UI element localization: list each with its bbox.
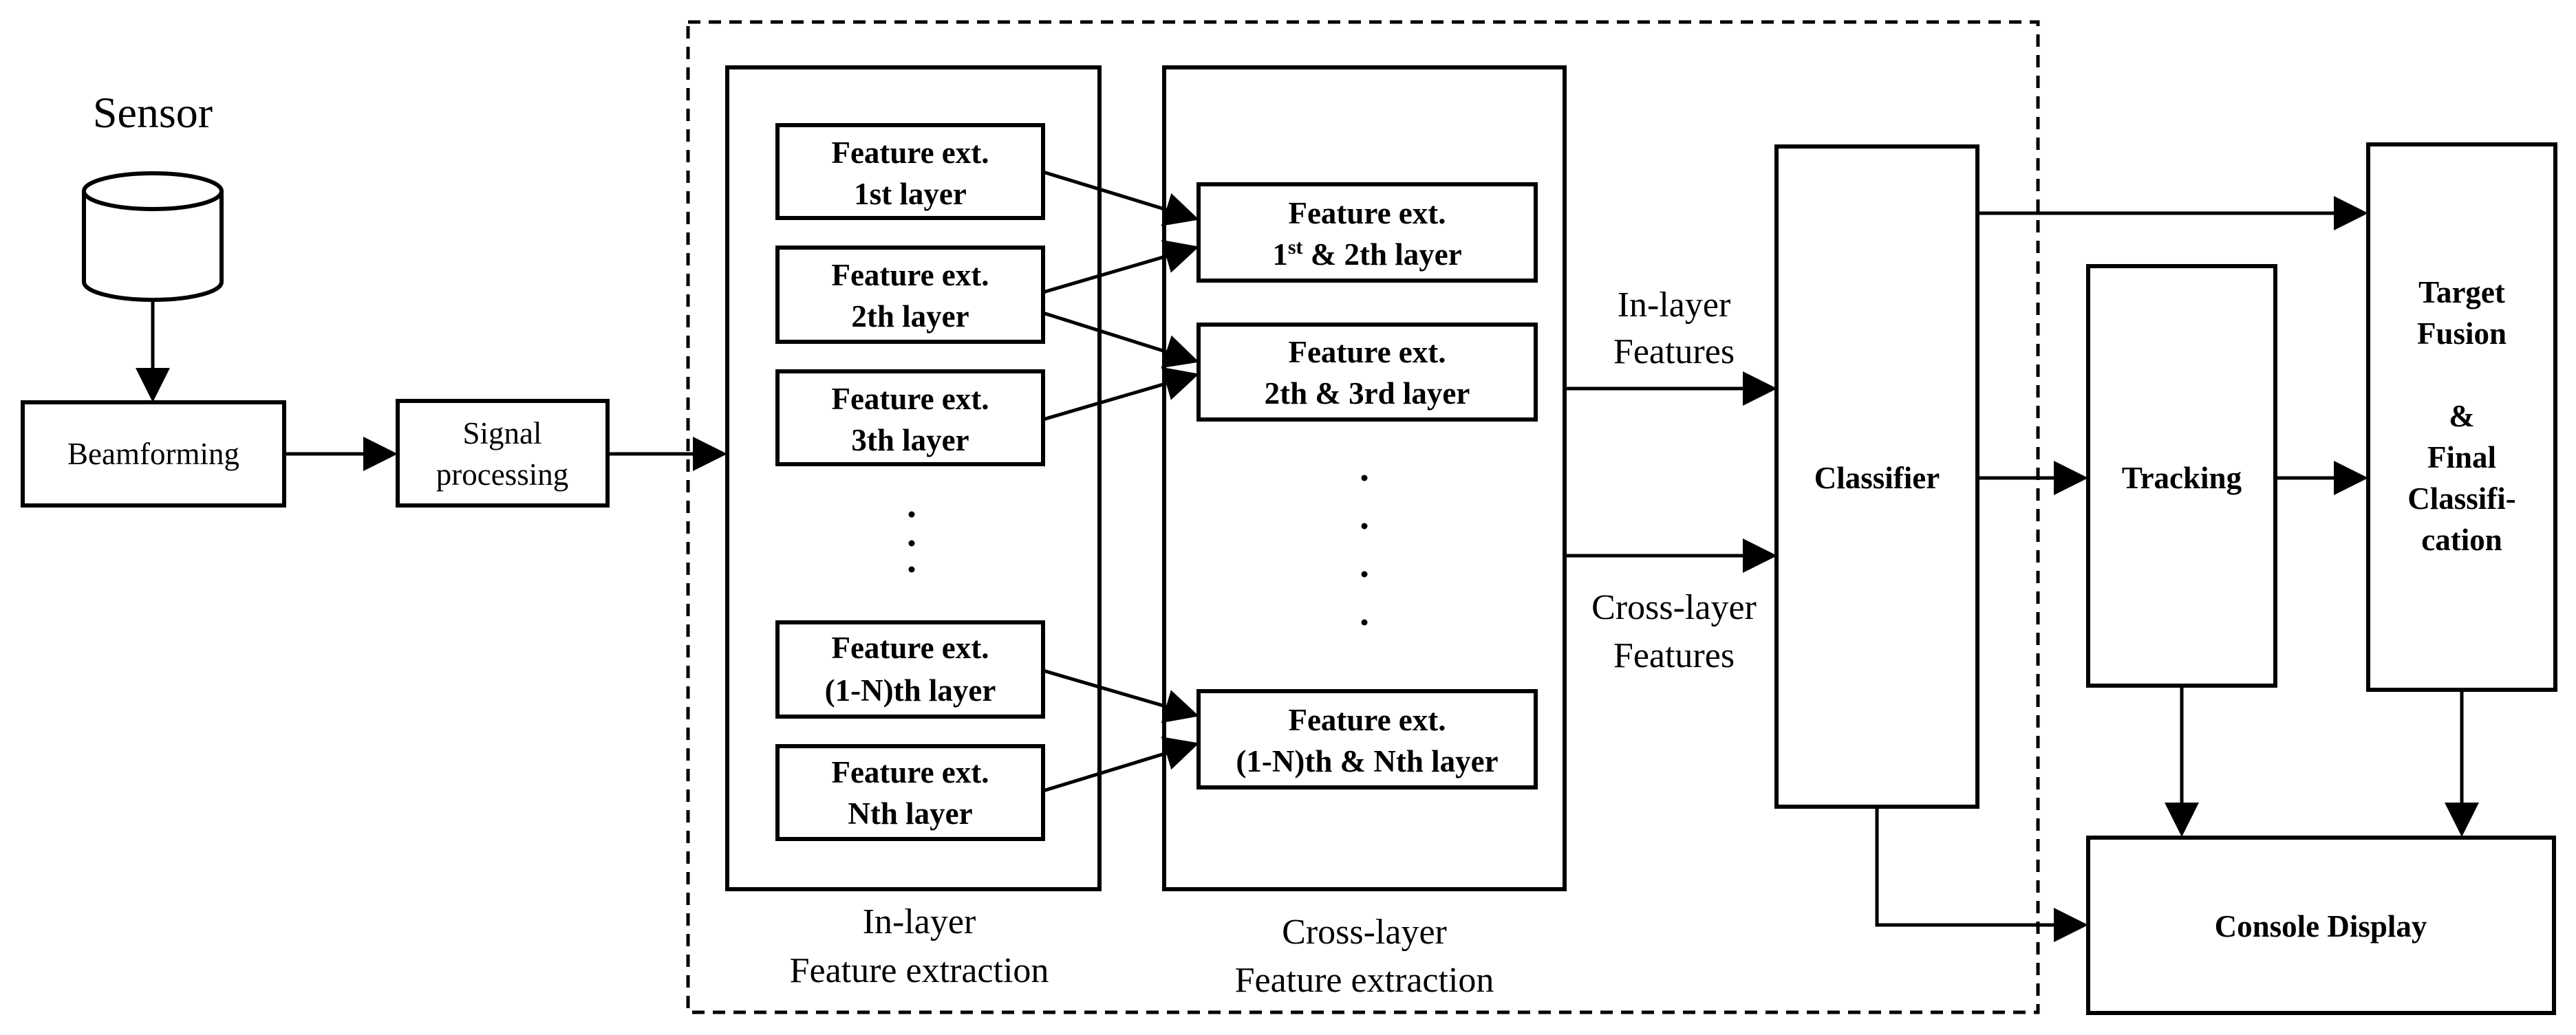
cross-layer-caption-2: Feature extraction — [1235, 961, 1494, 1000]
signal-processing-block: Signal processing — [396, 399, 610, 508]
cross-layer-panel — [1162, 65, 1567, 891]
svg-text:Feature ext.: Feature ext. — [1288, 196, 1446, 230]
svg-text:Classifi-: Classifi- — [2407, 481, 2516, 516]
in-layer-box-5: Feature ext. Nth layer — [775, 744, 1045, 841]
pairing-arrows — [1042, 170, 1199, 793]
in-layer-ellipsis — [908, 511, 915, 573]
svg-text:Target: Target — [2418, 275, 2505, 309]
svg-text:cation: cation — [2421, 523, 2502, 557]
svg-text:Features: Features — [1613, 332, 1735, 371]
cross-layer-box-3: Feature ext. (1-N)th & Nth layer — [1196, 689, 1538, 789]
target-fusion-block: Target Fusion & Final Classifi- cation — [2366, 142, 2557, 692]
svg-text:Feature ext.: Feature ext. — [831, 135, 989, 170]
svg-text:Console Display: Console Display — [2215, 909, 2427, 944]
in-layer-caption: In-layer — [863, 902, 976, 941]
svg-text:Cross-layer: Cross-layer — [1591, 588, 1757, 627]
in-layer-box-2: Feature ext. 2th layer — [775, 246, 1045, 344]
svg-text:Classifier: Classifier — [1814, 461, 1940, 495]
beamforming-block: Beamforming — [21, 400, 286, 508]
sensor-title: Sensor — [93, 88, 213, 137]
svg-text:Final: Final — [2427, 440, 2496, 475]
svg-text:Feature ext.: Feature ext. — [1288, 335, 1446, 369]
svg-text:Feature ext.: Feature ext. — [831, 631, 989, 665]
feature-extraction-boundary — [686, 20, 2040, 1014]
svg-text:Tracking: Tracking — [2122, 461, 2242, 495]
svg-text:Fusion: Fusion — [2417, 316, 2507, 351]
svg-text:2th layer: 2th layer — [851, 299, 969, 334]
in-layer-box-1: Feature ext. 1st layer — [775, 123, 1045, 220]
in-layer-caption-2: Feature extraction — [790, 951, 1049, 990]
in-layer-box-3: Feature ext. 3th layer — [775, 369, 1045, 466]
tracking-block: Tracking — [2086, 264, 2277, 688]
svg-text:Feature ext.: Feature ext. — [831, 258, 989, 292]
cross-layer-ellipsis — [1361, 475, 1368, 626]
backend-arrows — [1875, 196, 2479, 942]
svg-text:(1-N)th layer: (1-N)th layer — [825, 673, 996, 708]
svg-text:Nth layer: Nth layer — [848, 796, 972, 831]
svg-text:processing: processing — [436, 457, 568, 492]
cross-layer-caption: Cross-layer — [1282, 913, 1447, 952]
svg-text:1st layer: 1st layer — [854, 177, 967, 211]
svg-text:Signal: Signal — [462, 416, 541, 450]
svg-text:Feature ext.: Feature ext. — [831, 382, 989, 416]
cross-layer-features-flow: Cross-layer Features — [1565, 538, 1777, 675]
in-layer-box-4: Feature ext. (1-N)th layer — [775, 620, 1045, 719]
svg-text:2th & 3rd layer: 2th & 3rd layer — [1265, 376, 1470, 411]
svg-text:Beamforming: Beamforming — [67, 437, 239, 471]
svg-text:Feature ext.: Feature ext. — [831, 755, 989, 789]
in-layer-features-flow: In-layer Features — [1565, 285, 1777, 406]
svg-text:3th layer: 3th layer — [851, 423, 969, 457]
cross-layer-box-1: Feature ext. 1st & 2th layer — [1196, 182, 1538, 283]
svg-text:Features: Features — [1613, 636, 1735, 675]
in-layer-panel — [725, 65, 1102, 891]
svg-text:1st & 2th layer: 1st & 2th layer — [1272, 236, 1461, 272]
console-display-block: Console Display — [2086, 836, 2556, 1015]
sensor-cylinder-icon — [82, 171, 224, 302]
svg-text:&: & — [2449, 399, 2475, 433]
cross-layer-box-2: Feature ext. 2th & 3rd layer — [1196, 323, 1538, 422]
svg-text:In-layer: In-layer — [1618, 285, 1731, 325]
classifier-block: Classifier — [1774, 144, 1979, 809]
svg-text:Feature ext.: Feature ext. — [1288, 703, 1446, 737]
svg-text:(1-N)th & Nth layer: (1-N)th & Nth layer — [1236, 744, 1498, 778]
